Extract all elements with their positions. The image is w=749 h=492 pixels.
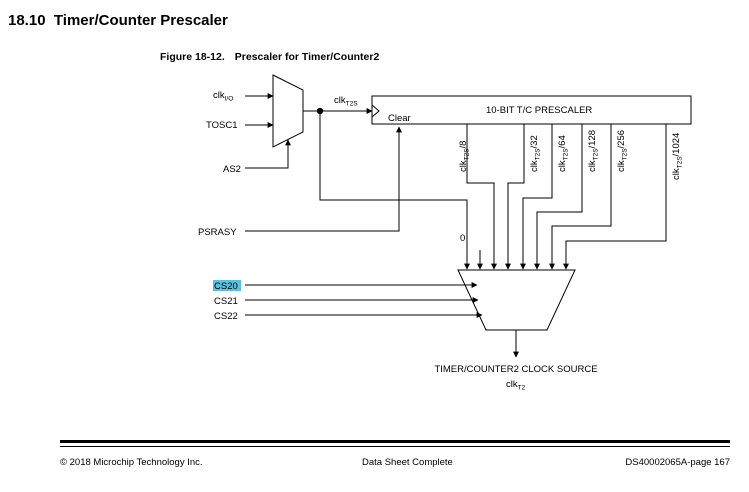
figure-label: Figure 18-12. bbox=[160, 51, 225, 63]
cs22-label: CS22 bbox=[214, 311, 238, 322]
clk-io-label: clkI/O bbox=[213, 90, 233, 103]
tap-label-64: clkT2S/64 bbox=[557, 135, 570, 172]
section-title: Timer/Counter Prescaler bbox=[53, 12, 228, 29]
tap-line-1024 bbox=[563, 124, 667, 270]
figure-title: Prescaler for Timer/Counter2 bbox=[234, 51, 380, 63]
footer-rule-thin bbox=[60, 446, 730, 447]
section-number: 18.10 bbox=[8, 12, 46, 29]
footer-center-text: Data Sheet Complete bbox=[362, 457, 453, 468]
psrasy-label: PSRASY bbox=[198, 227, 237, 238]
tap-line-8 bbox=[466, 124, 497, 270]
as2-label: AS2 bbox=[223, 164, 241, 175]
tap-label-128: clkT2S/128 bbox=[587, 130, 600, 172]
output-clk-label: clkT2 bbox=[506, 379, 526, 392]
output-mux bbox=[457, 269, 576, 331]
clk-t2s-label: clkT2S bbox=[334, 95, 358, 108]
tap-label-8: clkT2S/8 bbox=[458, 141, 471, 172]
tap-label-32: clkT2S/32 bbox=[529, 135, 542, 172]
tap-line-64 bbox=[520, 124, 553, 270]
tap-label-1024: clkT2S/1024 bbox=[671, 133, 684, 180]
prescaler-clear-label: Clear bbox=[388, 113, 411, 124]
psrasy-line bbox=[245, 126, 402, 232]
input-mux bbox=[272, 74, 304, 148]
prescaler-box bbox=[371, 95, 692, 125]
cs20-label: CS20 bbox=[214, 281, 238, 292]
prescaler-title: 10-BIT T/C PRESCALER bbox=[486, 105, 592, 116]
cs20-highlight bbox=[213, 280, 241, 291]
prescaler-clock-notch bbox=[371, 104, 380, 118]
footer-rule-thick bbox=[60, 440, 730, 443]
as2-line bbox=[245, 139, 291, 169]
tap-label-256: clkT2S/256 bbox=[616, 130, 629, 172]
output-label: TIMER/COUNTER2 CLOCK SOURCE bbox=[434, 364, 597, 375]
figure-caption: Figure 18-12. Prescaler for Timer/Counter… bbox=[160, 51, 379, 63]
undivided-clk-line bbox=[319, 111, 470, 270]
tap-line-32 bbox=[505, 124, 525, 270]
footer-doc-id: DS40002065A-page 167 bbox=[625, 457, 730, 468]
tap-line-128 bbox=[534, 124, 583, 270]
section-heading: 18.10 Timer/Counter Prescaler bbox=[8, 12, 228, 29]
tap-line-256 bbox=[549, 124, 612, 270]
cs21-label: CS21 bbox=[214, 296, 238, 307]
zero-input-label: 0 bbox=[460, 233, 465, 244]
tosc1-label: TOSC1 bbox=[206, 120, 238, 131]
footer-copyright: © 2018 Microchip Technology Inc. bbox=[60, 457, 203, 468]
